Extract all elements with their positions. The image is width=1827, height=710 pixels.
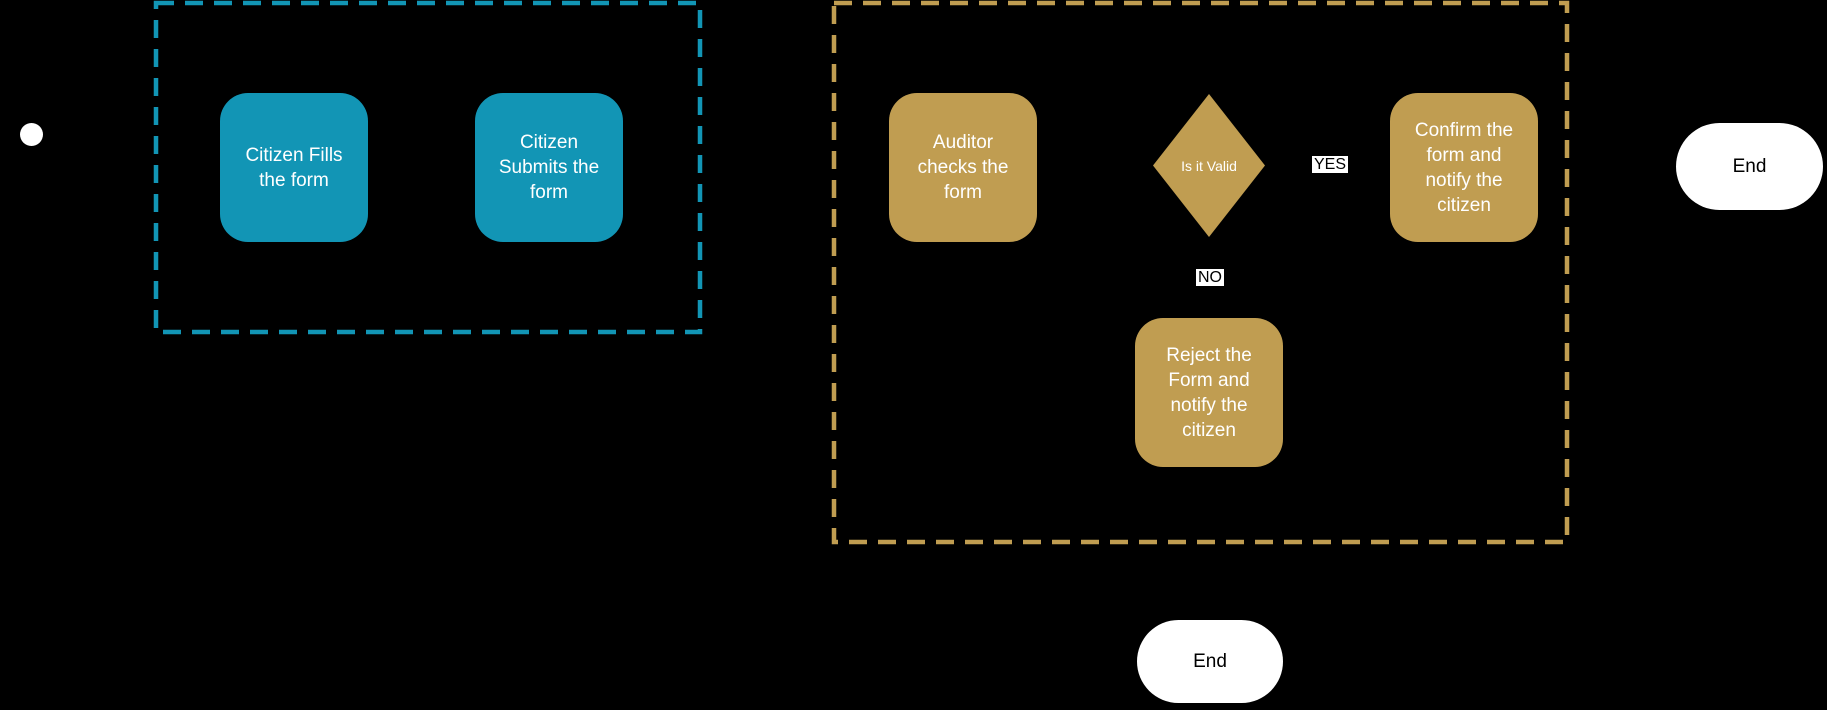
task-label: Auditor checks the form	[917, 132, 1009, 203]
citizen-lane-border	[153, 0, 703, 335]
edge-label-no: NO	[1196, 269, 1224, 286]
task-label: Confirm the form and notify the citizen	[1414, 119, 1514, 216]
end-node-right[interactable]: End	[1676, 123, 1823, 210]
edge-label-yes: YES	[1312, 156, 1349, 173]
task-node-confirm-form[interactable]: Confirm the form and notify the citizen	[1390, 93, 1538, 242]
auditor-lane[interactable]	[831, 0, 1570, 545]
decision-label: Is it Valid	[1181, 157, 1237, 174]
citizen-lane[interactable]	[153, 0, 703, 335]
task-node-auditor-checks-form[interactable]: Auditor checks the form	[889, 93, 1037, 242]
terminal-label: End	[1732, 155, 1767, 177]
terminal-label: End	[1193, 650, 1227, 672]
end-node-bottom[interactable]: End	[1137, 620, 1283, 703]
task-label: Citizen Submits the form	[498, 132, 600, 203]
task-label: Reject the Form and notify the citizen	[1166, 344, 1252, 441]
task-node-reject-form[interactable]: Reject the Form and notify the citizen	[1135, 318, 1283, 467]
task-label: Citizen Fills the form	[245, 144, 343, 191]
task-node-citizen-submits-form[interactable]: Citizen Submits the form	[475, 93, 623, 242]
auditor-lane-border	[831, 0, 1570, 545]
start-node[interactable]	[20, 123, 43, 146]
task-node-citizen-fills-form[interactable]: Citizen Fills the form	[220, 93, 368, 242]
